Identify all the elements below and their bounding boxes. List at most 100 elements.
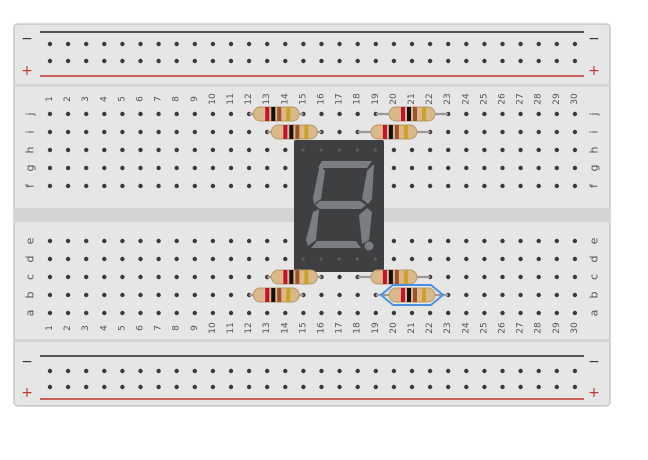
hole[interactable] bbox=[283, 238, 288, 244]
hole[interactable] bbox=[500, 292, 505, 298]
hole[interactable] bbox=[554, 111, 559, 117]
hole[interactable] bbox=[536, 310, 541, 316]
hole[interactable] bbox=[246, 183, 252, 189]
hole[interactable] bbox=[446, 256, 451, 262]
hole[interactable] bbox=[464, 256, 469, 262]
rail-hole[interactable] bbox=[464, 384, 469, 390]
hole[interactable] bbox=[156, 310, 161, 316]
hole[interactable] bbox=[120, 111, 125, 117]
rail-hole[interactable] bbox=[120, 58, 125, 64]
hole[interactable] bbox=[482, 129, 487, 135]
rail-hole[interactable] bbox=[283, 384, 288, 390]
hole[interactable] bbox=[482, 292, 487, 298]
hole[interactable] bbox=[102, 165, 107, 171]
resistor[interactable] bbox=[375, 284, 449, 306]
rail-hole[interactable] bbox=[409, 384, 415, 390]
rail-hole[interactable] bbox=[102, 384, 107, 390]
hole[interactable] bbox=[572, 147, 578, 153]
hole[interactable] bbox=[65, 256, 71, 262]
hole[interactable] bbox=[427, 165, 433, 171]
hole[interactable] bbox=[554, 256, 559, 262]
hole[interactable] bbox=[156, 129, 161, 135]
hole[interactable] bbox=[120, 129, 125, 135]
hole[interactable] bbox=[572, 111, 578, 117]
hole[interactable] bbox=[228, 183, 234, 189]
hole[interactable] bbox=[482, 111, 487, 117]
hole[interactable] bbox=[391, 165, 397, 171]
rail-hole[interactable] bbox=[156, 368, 161, 374]
rail-hole[interactable] bbox=[355, 58, 360, 64]
hole[interactable] bbox=[47, 147, 53, 153]
hole[interactable] bbox=[391, 256, 397, 262]
hole[interactable] bbox=[102, 111, 107, 117]
hole[interactable] bbox=[192, 310, 197, 316]
hole[interactable] bbox=[120, 147, 125, 153]
hole[interactable] bbox=[156, 256, 161, 262]
hole[interactable] bbox=[536, 238, 541, 244]
hole[interactable] bbox=[536, 183, 541, 189]
hole[interactable] bbox=[373, 310, 378, 316]
rail-hole[interactable] bbox=[102, 41, 107, 47]
hole[interactable] bbox=[65, 292, 71, 298]
hole[interactable] bbox=[47, 238, 53, 244]
hole[interactable] bbox=[47, 274, 53, 280]
hole[interactable] bbox=[174, 111, 179, 117]
hole[interactable] bbox=[192, 274, 197, 280]
hole[interactable] bbox=[47, 292, 53, 298]
hole[interactable] bbox=[210, 183, 216, 189]
hole[interactable] bbox=[409, 238, 415, 244]
rail-hole[interactable] bbox=[65, 41, 71, 47]
rail-hole[interactable] bbox=[120, 41, 125, 47]
hole[interactable] bbox=[482, 238, 487, 244]
rail-hole[interactable] bbox=[192, 368, 197, 374]
hole[interactable] bbox=[192, 129, 197, 135]
hole[interactable] bbox=[554, 165, 559, 171]
rail-hole[interactable] bbox=[120, 368, 125, 374]
rail-hole[interactable] bbox=[65, 58, 71, 64]
rail-hole[interactable] bbox=[518, 58, 523, 64]
hole[interactable] bbox=[210, 292, 216, 298]
hole[interactable] bbox=[210, 274, 216, 280]
hole[interactable] bbox=[210, 310, 216, 316]
hole[interactable] bbox=[265, 256, 270, 262]
hole[interactable] bbox=[518, 129, 523, 135]
hole[interactable] bbox=[228, 129, 234, 135]
rail-hole[interactable] bbox=[47, 384, 53, 390]
hole[interactable] bbox=[536, 147, 541, 153]
hole[interactable] bbox=[120, 183, 125, 189]
hole[interactable] bbox=[355, 111, 360, 117]
hole[interactable] bbox=[138, 165, 143, 171]
hole[interactable] bbox=[572, 310, 578, 316]
hole[interactable] bbox=[192, 165, 197, 171]
hole[interactable] bbox=[464, 129, 469, 135]
rail-hole[interactable] bbox=[138, 41, 143, 47]
hole[interactable] bbox=[65, 183, 71, 189]
hole[interactable] bbox=[427, 310, 433, 316]
hole[interactable] bbox=[427, 147, 433, 153]
hole[interactable] bbox=[518, 238, 523, 244]
rail-hole[interactable] bbox=[500, 58, 505, 64]
hole[interactable] bbox=[102, 274, 107, 280]
rail-hole[interactable] bbox=[464, 368, 469, 374]
hole[interactable] bbox=[228, 165, 234, 171]
hole[interactable] bbox=[228, 256, 234, 262]
hole[interactable] bbox=[464, 274, 469, 280]
hole[interactable] bbox=[283, 256, 288, 262]
rail-hole[interactable] bbox=[228, 41, 234, 47]
hole[interactable] bbox=[319, 310, 324, 316]
hole[interactable] bbox=[554, 274, 559, 280]
hole[interactable] bbox=[409, 147, 415, 153]
hole[interactable] bbox=[482, 274, 487, 280]
rail-hole[interactable] bbox=[265, 41, 270, 47]
hole[interactable] bbox=[554, 238, 559, 244]
hole[interactable] bbox=[572, 165, 578, 171]
rail-hole[interactable] bbox=[319, 41, 324, 47]
hole[interactable] bbox=[536, 292, 541, 298]
rail-hole[interactable] bbox=[84, 368, 89, 374]
rail-hole[interactable] bbox=[138, 384, 143, 390]
hole[interactable] bbox=[427, 256, 433, 262]
hole[interactable] bbox=[518, 111, 523, 117]
hole[interactable] bbox=[138, 292, 143, 298]
rail-hole[interactable] bbox=[192, 384, 197, 390]
hole[interactable] bbox=[464, 147, 469, 153]
